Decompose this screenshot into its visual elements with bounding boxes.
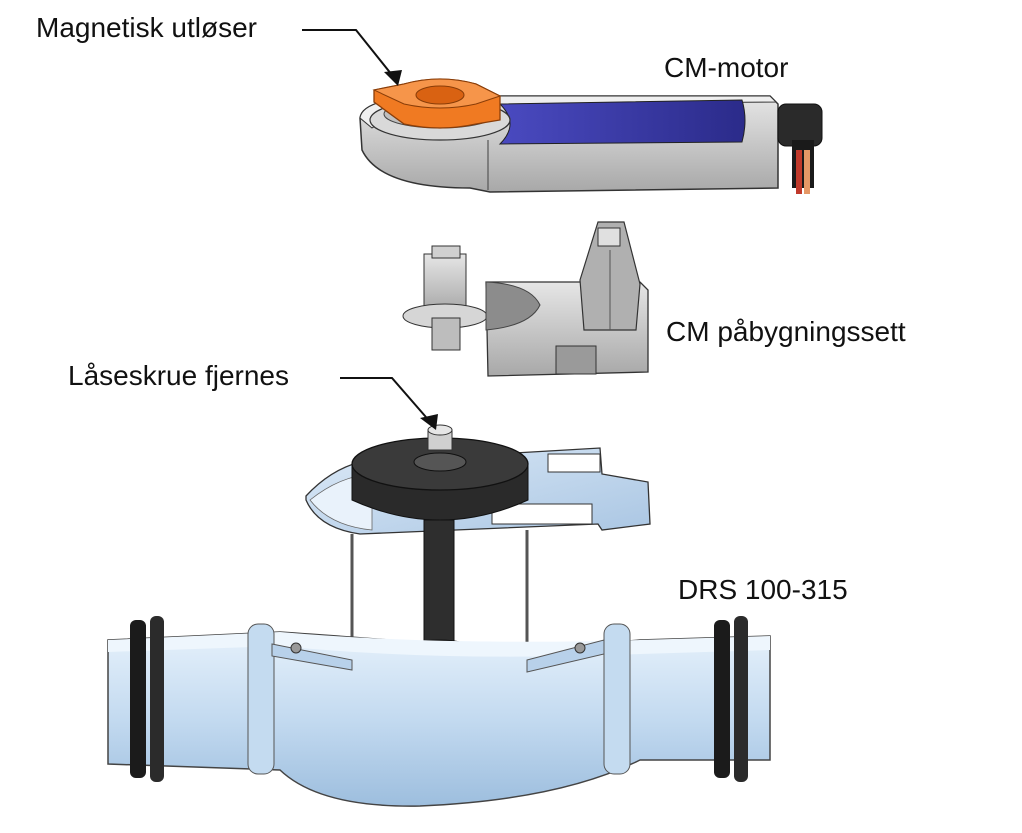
gasket-left [130,616,164,782]
duct-body [107,623,771,807]
label-cm-motor: CM-motor [664,52,789,83]
adjustment-knob [351,424,529,521]
label-cm-mount-kit: CM påbygningssett [666,316,906,347]
label-drs: DRS 100-315 [678,574,848,605]
label-magnetic-release: Magnetisk utløser [36,12,257,43]
leader-lock-screw [340,377,438,430]
cm-mount-kit [402,221,649,377]
magnetic-release [372,78,502,129]
gasket-right [714,616,748,782]
leader-magnetic-release [302,29,402,86]
label-lock-screw: Låseskrue fjernes [68,360,290,391]
